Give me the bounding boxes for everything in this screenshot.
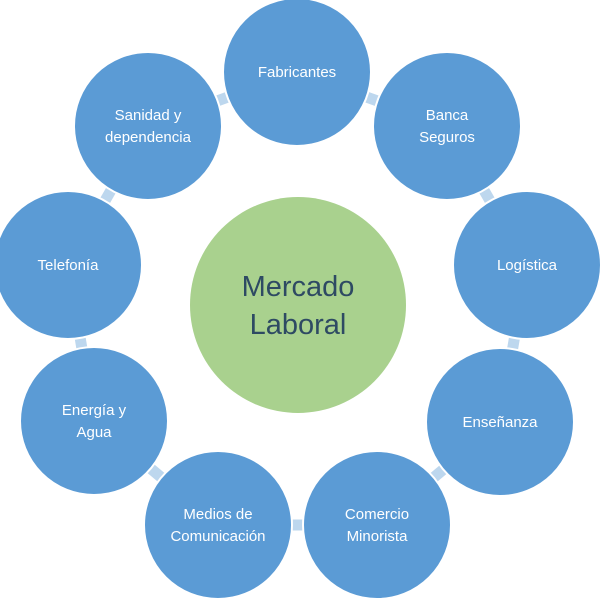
node-label-medios-comunicacion-line-2: Comunicación [170, 528, 265, 545]
node-label-comercio-minorista-line-1: Comercio [345, 506, 409, 523]
node-circle-fabricantes [222, 0, 372, 147]
node-label-logistica-line-1: Logística [497, 257, 558, 274]
node-label-telefonia-line-1: Telefonía [38, 257, 100, 274]
center-circle [190, 197, 406, 413]
node-label-energia-agua-line-2: Agua [76, 424, 112, 441]
node-label-energia-agua-line-1: Energía y [62, 402, 127, 419]
node-label-banca-seguros-line-2: Seguros [419, 129, 475, 146]
node-medios-comunicacion: Medios de Comunicación [143, 450, 293, 600]
node-label-banca-seguros-line-1: Banca [426, 107, 469, 124]
node-circle-ensenanza [425, 347, 575, 497]
center-node: Mercado Laboral [190, 197, 406, 413]
node-circle-medios-comunicacion [143, 450, 293, 600]
node-circle-sanidad-dependencia [73, 51, 223, 201]
node-ensenanza: Enseñanza [425, 347, 575, 497]
node-label-sanidad-dependencia-line-2: dependencia [105, 129, 192, 146]
node-sanidad-dependencia: Sanidad y dependencia [73, 51, 223, 201]
node-circle-banca-seguros [372, 51, 522, 201]
node-circle-energia-agua [19, 346, 169, 496]
node-circle-logistica [452, 190, 600, 340]
node-logistica: Logística [452, 190, 600, 340]
node-label-comercio-minorista-line-2: Minorista [347, 528, 409, 545]
node-circle-comercio-minorista [302, 450, 452, 600]
node-telefonia: Telefonía [0, 190, 143, 340]
node-label-ensenanza-line-1: Enseñanza [462, 414, 538, 431]
center-label-line-2: Laboral [250, 309, 347, 341]
node-label-medios-comunicacion-line-1: Medios de [183, 506, 252, 523]
center-label-line-1: Mercado [242, 271, 355, 303]
node-label-sanidad-dependencia-line-1: Sanidad y [115, 107, 182, 124]
node-energia-agua: Energía y Agua [19, 346, 169, 496]
node-fabricantes: Fabricantes [222, 0, 372, 147]
node-circle-telefonia [0, 190, 143, 340]
node-label-fabricantes-line-1: Fabricantes [258, 64, 336, 81]
